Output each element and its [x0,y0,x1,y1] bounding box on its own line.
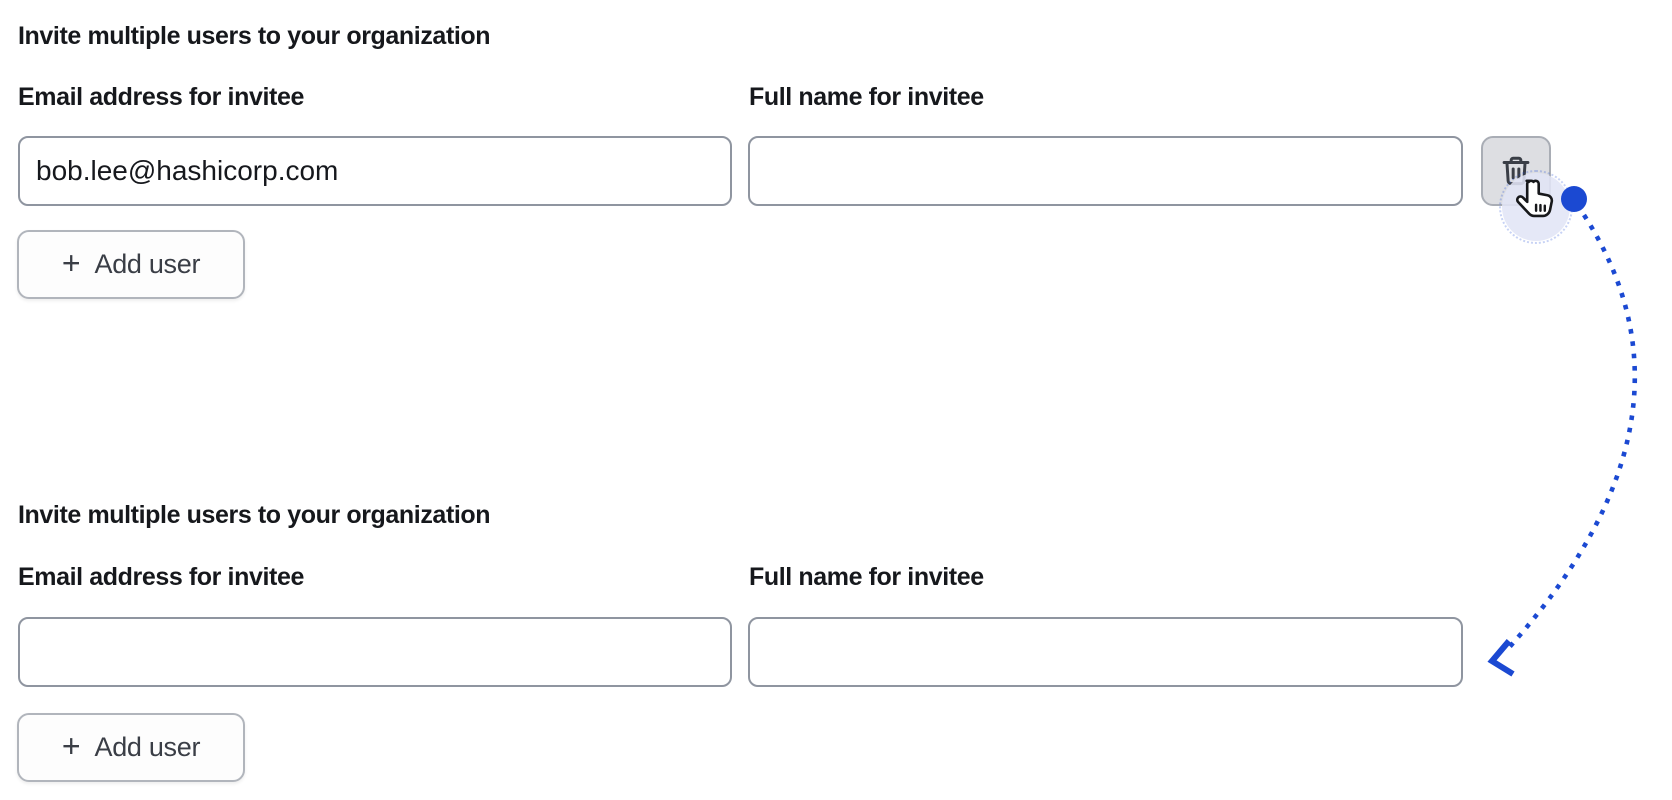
email-input[interactable] [18,136,732,206]
arrow-start-dot [1561,186,1587,212]
pointer-hand-cursor-icon [1513,178,1555,230]
full-name-input[interactable] [748,617,1463,687]
full-name-input[interactable] [748,136,1463,206]
dotted-arrow-curve [1503,213,1638,654]
add-user-label: Add user [94,249,201,279]
full-name-label: Full name for invitee [749,563,984,591]
full-name-label: Full name for invitee [749,83,984,111]
email-input[interactable] [18,617,732,687]
arrowhead-icon [1487,639,1515,677]
plus-icon: + [61,245,81,281]
add-user-button[interactable]: + Add user [17,713,245,782]
form-heading: Invite multiple users to your organizati… [18,501,491,529]
add-user-label: Add user [94,732,201,762]
plus-icon: + [61,728,81,764]
form-heading: Invite multiple users to your organizati… [18,22,491,50]
add-user-button[interactable]: + Add user [17,230,245,299]
email-label: Email address for invitee [18,563,304,591]
email-label: Email address for invitee [18,83,304,111]
